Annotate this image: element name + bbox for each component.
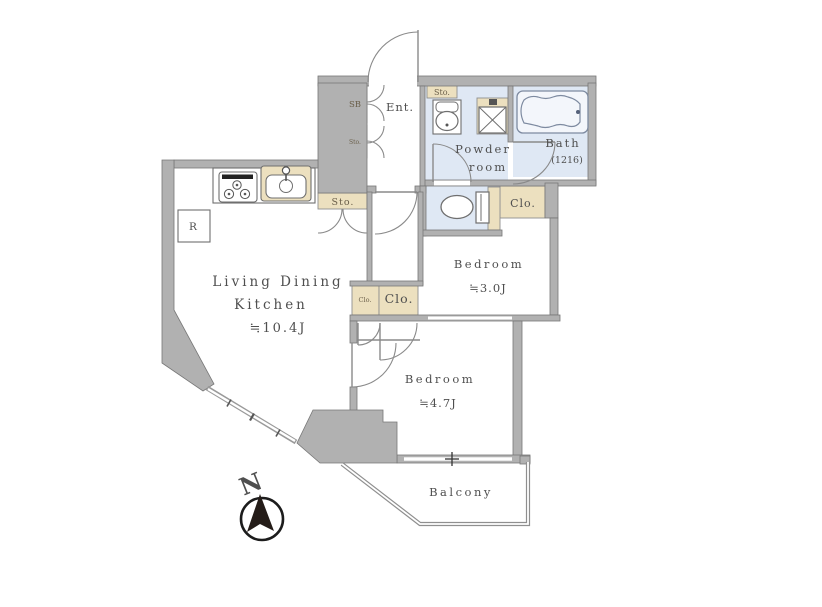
label-storage-kitchen: Sto.	[332, 197, 355, 208]
closet-bifold-doors	[357, 322, 418, 361]
entrance-opening	[369, 75, 417, 87]
label-bath: Bath	[545, 136, 580, 150]
label-ldk-line1: Living Dining	[212, 274, 343, 290]
wall-corridor-left	[366, 191, 373, 286]
diagonal-window	[205, 385, 298, 445]
room-labels: Living Dining Kitchen ≒10.4J Ent. SB Sto…	[189, 88, 583, 499]
balcony-door-marker	[445, 452, 459, 466]
toilet-cabinet	[487, 186, 501, 231]
label-bath-size: (1216)	[551, 155, 583, 166]
bedroom3-bottom-thin-panel	[428, 316, 512, 320]
stove-icon	[218, 171, 258, 203]
wall-bedroom4-left-lower	[349, 386, 358, 413]
washing-machine-icon	[478, 99, 507, 134]
hall-door-arc	[374, 191, 418, 235]
wall-bedroom4-left-upper	[349, 320, 358, 344]
label-bedroom3: Bedroom	[454, 257, 524, 271]
label-refrigerator: R	[189, 221, 198, 233]
label-entrance: Ent.	[386, 100, 414, 114]
north-compass: N	[235, 466, 285, 542]
label-ldk-size: ≒10.4J	[249, 321, 306, 336]
wall-closet-top	[349, 280, 424, 287]
bedroom4-door-arc	[351, 342, 397, 388]
doors	[317, 30, 556, 388]
label-storage-entrance: Sto.	[434, 88, 450, 97]
balcony-railing	[340, 455, 531, 527]
wall-bedroom3-right	[549, 217, 559, 316]
powder-door-opening	[434, 180, 470, 186]
label-bedroom4-size: ≒4.7J	[419, 396, 457, 410]
label-storage-shoebox-lower: Sto.	[349, 139, 361, 146]
wall-left	[161, 159, 215, 392]
label-ldk-line2: Kitchen	[234, 297, 308, 313]
balcony-corner-stub	[519, 455, 531, 465]
refrigerator-space	[177, 209, 211, 243]
wall-right-mid-upper	[544, 182, 559, 219]
wall-corridor-right	[419, 85, 426, 194]
shoebox-bifold-doors	[366, 84, 385, 159]
wall-bedroom3-left	[417, 191, 424, 286]
wall-right-top	[587, 82, 597, 186]
label-closet-small: Clo.	[359, 296, 372, 304]
label-closet-bedroom3: Clo.	[510, 197, 536, 210]
window-tick	[275, 429, 281, 437]
wall-toilet-bottom	[419, 229, 503, 237]
label-balcony: Balcony	[429, 485, 493, 499]
label-powder-line1: Powder	[455, 142, 511, 156]
label-bedroom4: Bedroom	[405, 372, 475, 386]
wall-powder-bath	[507, 85, 514, 143]
powder-room-door-arc	[432, 143, 472, 183]
bathtub-icon	[516, 90, 589, 134]
kitchen-storage-double-doors	[317, 208, 368, 234]
walls	[161, 75, 597, 464]
compass-arrow	[247, 494, 274, 532]
window-tick	[249, 412, 255, 422]
washbasin-icon	[432, 99, 462, 135]
label-powder-line2: room	[469, 160, 507, 174]
window-tick	[226, 399, 232, 407]
label-bedroom3-size: ≒3.0J	[469, 281, 507, 295]
wall-bedroom4-right	[512, 320, 523, 458]
closet-bedroom3	[499, 185, 546, 219]
label-shoe-box: SB	[349, 100, 361, 110]
compass-north-label: N	[235, 466, 266, 501]
bath-door-arc	[512, 141, 556, 185]
wall-entry-shaft	[317, 82, 368, 194]
kitchen	[177, 165, 316, 243]
sink-icon	[260, 165, 312, 202]
wall-outer-corner-block	[296, 409, 398, 464]
wall-top	[317, 75, 597, 87]
entrance-door-arc	[367, 30, 419, 83]
label-closet-large: Clo.	[385, 291, 414, 306]
toilet-icon	[440, 191, 490, 224]
